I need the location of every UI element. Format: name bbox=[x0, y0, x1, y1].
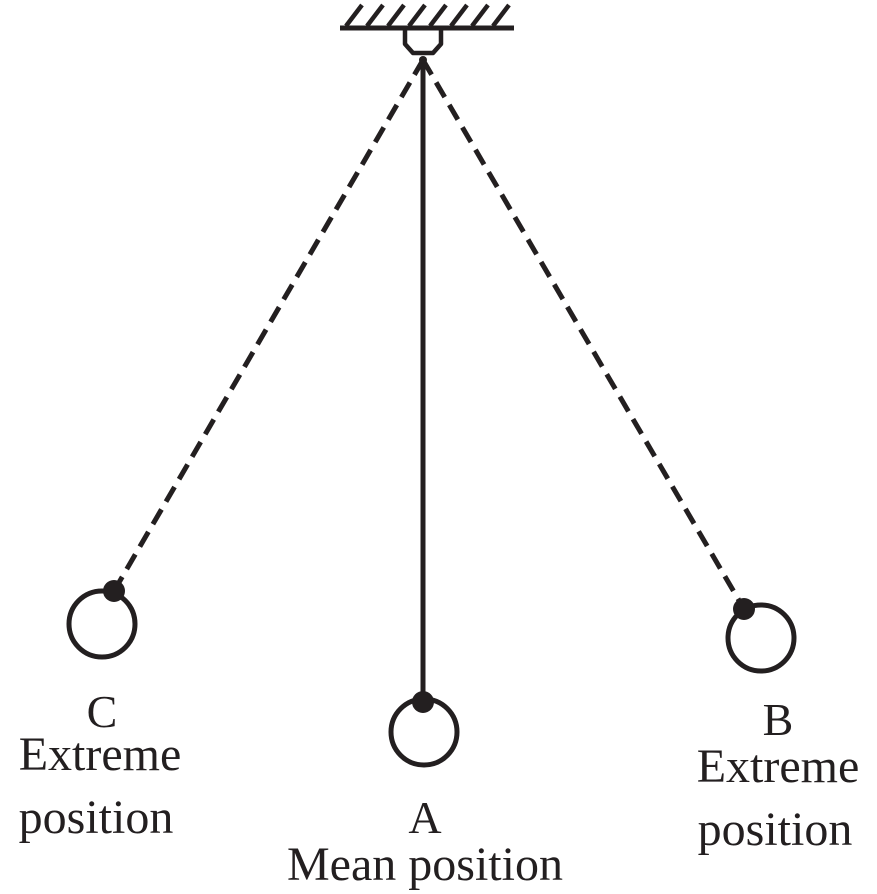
bob-a-hook bbox=[412, 691, 434, 713]
bob-b-circle bbox=[725, 602, 797, 674]
label-c-line1: Extreme bbox=[19, 728, 182, 781]
string-extreme-right bbox=[420, 58, 747, 611]
label-b-line1: Extreme bbox=[697, 740, 860, 793]
bob-b-hook bbox=[733, 598, 755, 620]
hook-clamp bbox=[402, 30, 444, 56]
bob-b bbox=[725, 598, 797, 674]
label-b-letter: B bbox=[763, 694, 794, 745]
label-b-line2: position bbox=[698, 803, 853, 856]
label-a-line1: Mean position bbox=[287, 838, 563, 891]
bob-c-hook bbox=[103, 580, 125, 602]
pivot-point bbox=[419, 56, 427, 64]
label-c-letter: C bbox=[87, 686, 118, 737]
bob-a bbox=[388, 691, 460, 768]
string-extreme-left bbox=[111, 58, 426, 593]
label-a-letter: A bbox=[408, 792, 441, 843]
bob-c-circle bbox=[66, 588, 138, 660]
bob-c bbox=[66, 580, 138, 660]
label-c-line2: position bbox=[19, 791, 174, 844]
ceiling-support bbox=[340, 3, 514, 56]
ceiling-hatching bbox=[344, 3, 511, 28]
